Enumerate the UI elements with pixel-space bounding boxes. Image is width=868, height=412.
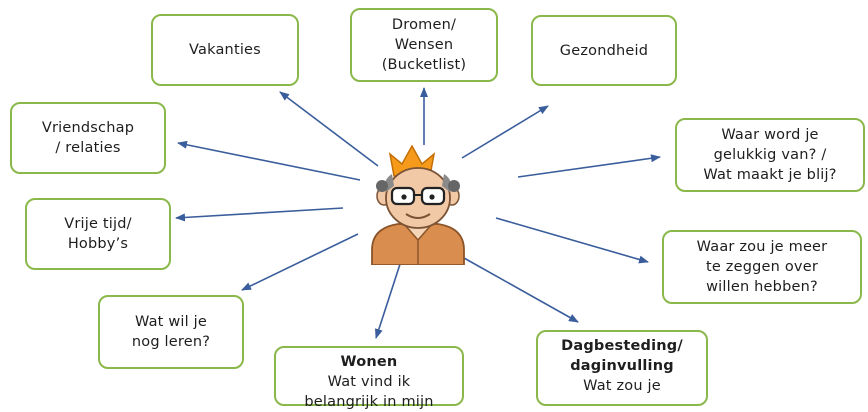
node-dromen-wensen: Dromen/ Wensen (Bucketlist)	[350, 8, 498, 82]
node-dagbesteding: Dagbesteding/ daginvulling Wat zou je	[536, 330, 708, 406]
person-avatar-icon	[371, 144, 465, 265]
arrow-to-wonen	[374, 257, 403, 339]
node-vakanties-label: Vakanties	[189, 42, 261, 58]
node-vrije-tijd-line-1: Vrije tijd/	[64, 216, 132, 232]
arrow-to-vriendschap	[177, 140, 361, 181]
node-meer-zeggen: Waar zou je meer te zeggen over willen h…	[662, 230, 862, 304]
arrow-to-vrije-tijd	[175, 207, 344, 222]
node-dromen-line-1: Dromen/	[391, 17, 457, 33]
node-dagbesteding-title-2: daginvulling	[570, 358, 674, 374]
node-wonen: Wonen Wat vind ik belangrijk in mijn	[274, 346, 464, 410]
node-gezondheid-label: Gezondheid	[559, 42, 649, 59]
node-gelukkig: Waar word je gelukkig van? / Wat maakt j…	[675, 118, 865, 192]
node-vriendschap-line-2: / relaties	[55, 140, 121, 156]
node-gezondheid: Gezondheid	[531, 15, 677, 86]
node-wonen-line-3: belangrijk in mijn	[304, 394, 434, 410]
arrow-to-gezondheid	[461, 105, 549, 159]
node-dromen-line-3: (Bucketlist)	[381, 57, 467, 73]
arrows-layer	[175, 87, 661, 339]
arrow-to-leren	[241, 233, 359, 291]
node-leren-line-2: nog leren?	[131, 334, 211, 350]
arrow-to-dagbesteding	[463, 257, 579, 323]
node-vakanties: Vakanties	[151, 14, 299, 86]
node-vrije-tijd-line-2: Hobby’s	[67, 236, 129, 252]
arrow-to-meer-zeggen	[495, 217, 649, 264]
node-leren: Wat wil je nog leren?	[98, 295, 244, 369]
node-dromen-line-2: Wensen	[394, 37, 454, 53]
arrow-to-gelukkig	[517, 154, 661, 178]
node-dagbesteding-line-3: Wat zou je	[583, 378, 661, 394]
node-vriendschap-line-1: Vriendschap	[41, 120, 135, 136]
node-gelukkig-line-1: Waar word je	[721, 127, 819, 143]
node-dagbesteding-title-1: Dagbesteding/	[561, 338, 683, 354]
node-gelukkig-line-3: Wat maakt je blij?	[703, 167, 837, 183]
node-vriendschap: Vriendschap / relaties	[10, 102, 166, 174]
node-vrije-tijd: Vrije tijd/ Hobby’s	[25, 198, 171, 270]
node-meer-zeggen-line-1: Waar zou je meer	[696, 239, 828, 255]
node-leren-line-1: Wat wil je	[134, 314, 208, 330]
arrow-to-vakanties	[279, 91, 379, 167]
node-meer-zeggen-line-2: te zeggen over	[705, 259, 818, 275]
node-wonen-line-2: Wat vind ik	[327, 374, 411, 390]
node-gelukkig-line-2: gelukkig van? /	[713, 147, 827, 163]
node-wonen-title: Wonen	[340, 354, 398, 370]
node-meer-zeggen-line-3: willen hebben?	[706, 279, 818, 295]
